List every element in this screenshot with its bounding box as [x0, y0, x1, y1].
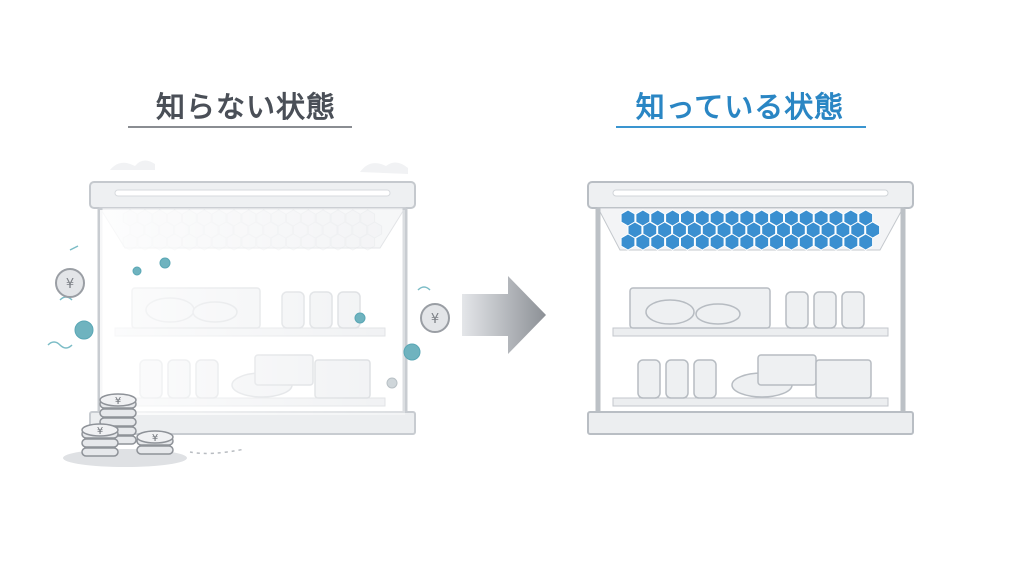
hex-cell	[724, 233, 740, 251]
coin	[136, 445, 174, 455]
hex-cell	[694, 233, 710, 251]
hex-cell	[784, 233, 799, 251]
hex-cell	[754, 233, 770, 251]
unknown-state-title: 知らない状態	[155, 90, 336, 124]
hex-cell	[769, 233, 784, 251]
left-title-underline	[128, 126, 352, 128]
hex-cell	[635, 233, 651, 251]
right-showcase-fridge	[587, 181, 914, 435]
hex-cell	[620, 233, 636, 251]
right-products	[629, 287, 872, 399]
svg-text:¥: ¥	[431, 312, 439, 327]
yen-symbol: ¥	[115, 396, 121, 407]
coin-top	[81, 423, 119, 437]
yen-symbol: ¥	[97, 426, 103, 437]
yen-symbol: ¥	[152, 433, 158, 444]
hex-cell	[813, 233, 829, 251]
left-showcase-fridge	[89, 160, 416, 435]
hex-cell	[739, 233, 755, 251]
hex-cell	[843, 233, 859, 251]
coin	[81, 447, 119, 457]
hex-cell	[665, 233, 680, 251]
hex-cell	[709, 233, 725, 251]
coin	[99, 417, 137, 427]
hex-cell	[680, 233, 695, 251]
fog-overlay	[100, 210, 405, 415]
hex-cell	[858, 233, 874, 251]
floating-coin: ¥ ¥	[55, 268, 450, 333]
coin	[99, 408, 137, 418]
right-arrow-icon	[462, 276, 546, 354]
coin	[81, 438, 119, 448]
coin-top	[136, 430, 174, 444]
clean-filter-honeycomb	[620, 209, 881, 251]
svg-text:¥: ¥	[66, 277, 74, 292]
coin-stacks: ¥ ¥ ¥	[63, 393, 246, 467]
right-title-underline	[616, 126, 866, 128]
hex-cell	[798, 233, 814, 251]
germ-icons	[74, 257, 421, 389]
hex-cell	[650, 233, 666, 251]
hex-cell	[828, 233, 844, 251]
coin-top	[99, 393, 137, 407]
known-state-title: 知っている状態	[635, 90, 845, 124]
